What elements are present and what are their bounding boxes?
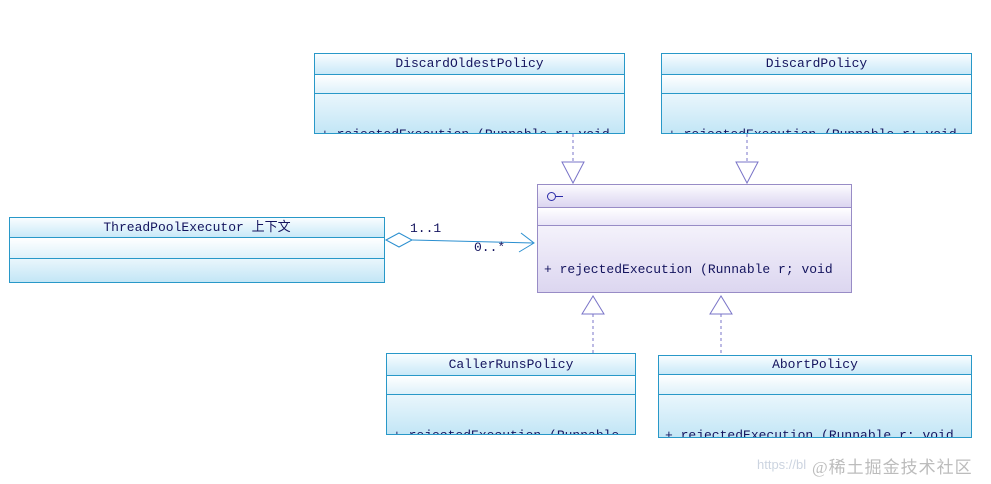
open-arrowhead-icon <box>518 232 535 253</box>
interface-lollipop-icon <box>547 192 563 201</box>
attributes-compartment <box>387 376 635 395</box>
methods-compartment: + rejectedExecution (Runnable r; void Th… <box>662 94 971 133</box>
interface-box-rejected-execution-handler: RejectedExecutionHandler 策略接口 + rejected… <box>537 184 852 293</box>
multiplicity-target-label: 0..* <box>474 240 506 255</box>
method-line: + rejectedExecution (Runnable r; void <box>315 127 624 133</box>
realization-triangle-icon <box>735 161 759 185</box>
attributes-compartment <box>315 75 624 94</box>
realization-triangle-icon <box>709 295 733 315</box>
watermark-url-fragment: https://bl <box>757 457 807 472</box>
realization-triangle-icon <box>581 295 605 315</box>
methods-compartment: + execute (Runnable command): void <box>10 259 384 282</box>
association-line <box>411 239 534 244</box>
class-box-thread-pool-executor-context: ThreadPoolExecutor 上下文 - handler : Rejec… <box>9 217 385 283</box>
class-box-caller-runs-policy: CallerRunsPolicy + rejectedExecution (Ru… <box>386 353 636 435</box>
class-title: CallerRunsPolicy <box>387 354 635 376</box>
methods-compartment: + rejectedExecution (Runnable ThreadPool… <box>387 395 635 434</box>
attributes-compartment <box>662 75 971 94</box>
method-line: + rejectedExecution (Runnable r; void <box>665 428 954 437</box>
methods-compartment: + rejectedExecution (Runnable r; void Th… <box>659 395 971 437</box>
methods-compartment: + rejectedExecution (Runnable r; void Th… <box>538 226 851 292</box>
method-line: + rejectedExecution (Runnable <box>387 428 635 434</box>
class-box-abort-policy: AbortPolicy + rejectedExecution (Runnabl… <box>658 355 972 438</box>
aggregation-diamond-icon <box>384 232 414 248</box>
class-title: ThreadPoolExecutor 上下文 <box>10 218 384 238</box>
attributes-compartment <box>538 208 851 226</box>
class-title: DiscardPolicy <box>662 54 971 75</box>
class-title: DiscardOldestPolicy <box>315 54 624 75</box>
class-box-discard-oldest-policy: DiscardOldestPolicy + rejectedExecution … <box>314 53 625 134</box>
method-line: + rejectedExecution (Runnable r; void <box>662 127 971 133</box>
realization-triangle-icon <box>561 161 585 185</box>
methods-compartment: + rejectedExecution (Runnable r; void Th… <box>315 94 624 133</box>
class-box-discard-policy: DiscardPolicy + rejectedExecution (Runna… <box>661 53 972 134</box>
attributes-compartment <box>659 375 971 395</box>
watermark-text: @稀土掘金技术社区 <box>812 458 973 477</box>
attributes-compartment: - handler : RejectedExecutionHandler策略接口 <box>10 238 384 259</box>
class-title: AbortPolicy <box>659 356 971 375</box>
method-line: + rejectedExecution (Runnable r; void <box>544 262 833 277</box>
multiplicity-source-label: 1..1 <box>410 221 442 236</box>
interface-title-row: RejectedExecutionHandler 策略接口 <box>538 185 851 208</box>
